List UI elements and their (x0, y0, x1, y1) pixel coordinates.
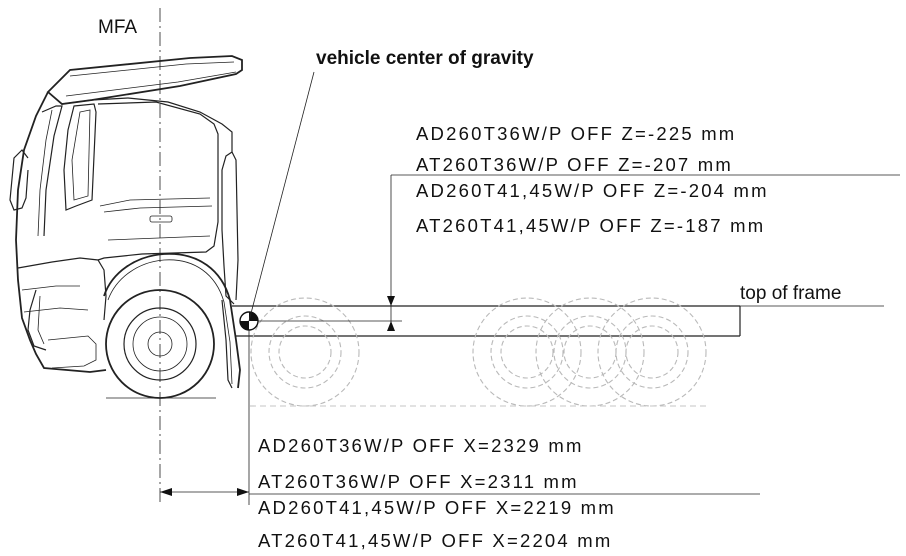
x-dimension (160, 330, 760, 505)
z-offset-3: AD260T41,45W/P OFF Z=-204 mm (416, 180, 769, 201)
mfa-label: MFA (98, 17, 137, 38)
z-offset-list: AD260T36W/P OFF Z=-225 mm AT260T36W/P OF… (416, 123, 769, 236)
z-dimension (258, 174, 900, 331)
x-offset-2: AT260T36W/P OFF X=2311 mm (258, 471, 579, 492)
truck-cab (9, 55, 243, 373)
ghost-rear-wheels (250, 297, 710, 407)
chassis-frame (232, 305, 741, 337)
cog-leader-line (248, 71, 315, 322)
z-offset-1: AD260T36W/P OFF Z=-225 mm (416, 123, 736, 144)
z-offset-2: AT260T36W/P OFF Z=-207 mm (416, 154, 733, 175)
z-offset-4: AT260T41,45W/P OFF Z=-187 mm (416, 215, 765, 236)
x-offset-4: AT260T41,45W/P OFF X=2204 mm (258, 530, 612, 551)
front-wheel-assembly (103, 253, 241, 399)
x-offset-1: AD260T36W/P OFF X=2329 mm (258, 435, 584, 456)
top-of-frame-label: top of frame (740, 283, 841, 304)
cog-label: vehicle center of gravity (316, 48, 534, 69)
x-offset-3: AD260T41,45W/P OFF X=2219 mm (258, 497, 616, 518)
x-offset-list: AD260T36W/P OFF X=2329 mm AT260T36W/P OF… (258, 435, 616, 551)
